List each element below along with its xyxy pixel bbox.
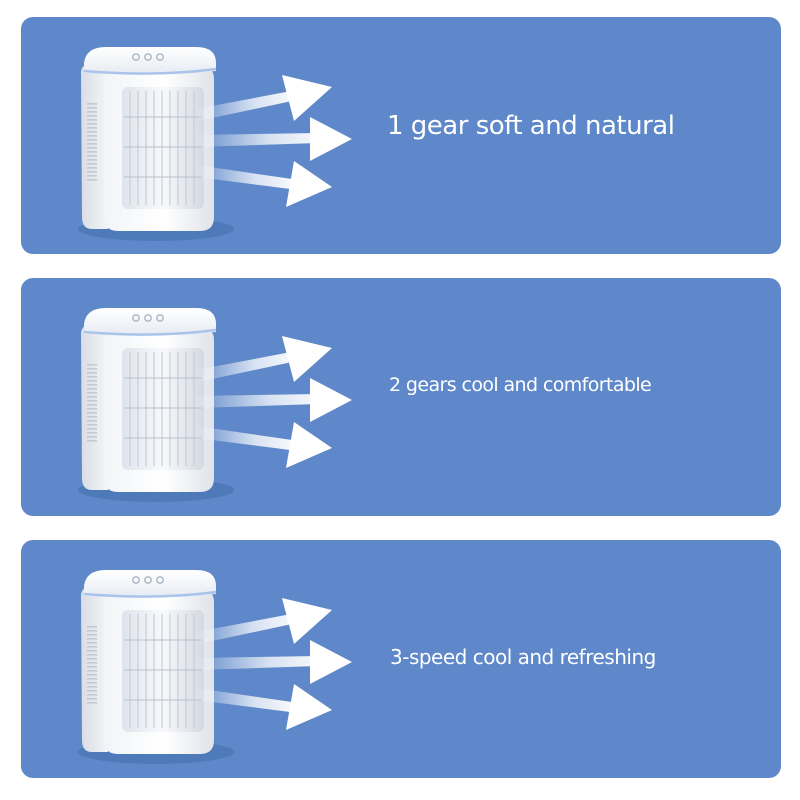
air-cooler-airflow-icon	[76, 45, 354, 243]
panel-caption: 2 gears cool and comfortable	[389, 374, 652, 396]
air-cooler-airflow-icon	[76, 306, 354, 504]
panel-caption: 3-speed cool and refreshing	[390, 645, 656, 669]
speed-panel-1: 1 gear soft and natural	[21, 17, 781, 254]
air-cooler-airflow-icon	[76, 568, 354, 766]
speed-panel-3: 3-speed cool and refreshing	[21, 540, 781, 778]
speed-panel-2: 2 gears cool and comfortable	[21, 278, 781, 516]
panel-caption: 1 gear soft and natural	[387, 111, 675, 141]
